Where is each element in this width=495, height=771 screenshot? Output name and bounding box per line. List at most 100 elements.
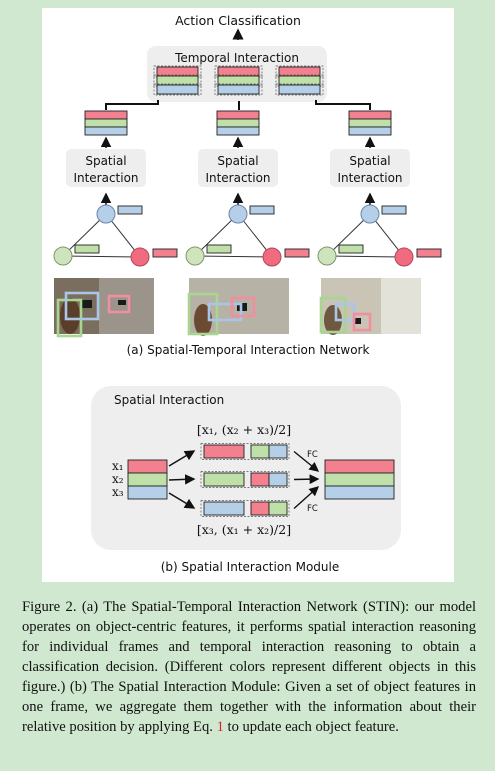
hand-shape (324, 305, 342, 335)
object-shape (82, 300, 92, 308)
graph-edge (194, 213, 239, 257)
bounding-box (207, 302, 243, 322)
input-feature-stack (127, 459, 168, 500)
graph-node-red (394, 247, 414, 267)
spatial-interaction-box (198, 149, 278, 187)
feature-bar (348, 118, 392, 128)
bounding-box (319, 296, 347, 334)
feature-bar (84, 118, 128, 128)
spatial-label: Spatial (349, 154, 390, 168)
aggregated-row (200, 486, 320, 517)
temporal-interaction-label: Temporal Interaction (174, 51, 299, 65)
feature-bar (348, 110, 392, 120)
temporal-feature-stack (153, 65, 202, 96)
row-feature (203, 501, 245, 516)
output-feature-stack (324, 459, 395, 500)
node-feature-red (284, 248, 310, 258)
subcaption-b: (b) Spatial Interaction Module (161, 560, 339, 574)
node-feature-green (338, 244, 364, 254)
node-feature-blue (117, 205, 143, 215)
bounding-box (107, 294, 131, 314)
temporal-feature-stacks (153, 65, 324, 96)
fc-label: FC (307, 504, 318, 514)
feature-bar (156, 84, 199, 95)
figure-panel: Action Classification Temporal Interacti… (42, 8, 454, 582)
frame-photo-region (381, 278, 421, 334)
object-shape (118, 300, 126, 305)
frame-columns: SpatialInteractionSpatialInteractionSpat… (53, 110, 442, 338)
row-feature-half (268, 501, 288, 516)
graph-edge (326, 255, 405, 258)
feature-bar (348, 126, 392, 136)
frame-feature-stack (216, 110, 260, 136)
input-label: x₂ (112, 472, 124, 486)
graph-node-green (53, 246, 73, 266)
temporal-feature-stack (275, 65, 324, 96)
feature-bar (278, 84, 321, 95)
formula-top: [x₁, (x₂ + x₃)/2] (197, 422, 291, 437)
row-outline (200, 443, 290, 460)
hand-shape (194, 304, 212, 336)
module-title: Spatial Interaction (114, 393, 224, 407)
arrow (168, 450, 196, 467)
temporal-feature-stack (214, 65, 263, 96)
feature-bar (127, 459, 168, 474)
bounding-box (352, 312, 372, 332)
feature-bar (278, 66, 321, 77)
fc-label: FC (307, 450, 318, 460)
feature-bar (324, 472, 395, 487)
node-feature-green (74, 244, 100, 254)
graph-node-red (262, 247, 282, 267)
feature-bar (278, 75, 321, 86)
feature-bar (127, 472, 168, 487)
spatial-label: Interaction (205, 171, 270, 185)
graph-edge (326, 213, 371, 257)
feature-bar (84, 126, 128, 136)
row-feature-half (268, 444, 288, 459)
node-feature-red (152, 248, 178, 258)
spatial-label: Spatial (85, 154, 126, 168)
spatial-label: Interaction (73, 171, 138, 185)
row-feature (203, 472, 245, 487)
row-feature-half (250, 444, 270, 459)
graph-node-blue (360, 204, 380, 224)
subcaption-a: (a) Spatial-Temporal Interaction Network (127, 343, 370, 357)
frame-feature-stack (84, 110, 128, 136)
feature-bar-outline (153, 83, 202, 96)
feature-bar-outline (214, 83, 263, 96)
frame-photo-region (99, 278, 154, 334)
graph-edge (62, 213, 107, 257)
object-shape (354, 318, 361, 324)
input-label: x₁ (112, 459, 124, 473)
graph-edge (194, 255, 273, 258)
bounding-box (230, 296, 256, 318)
aggregated-row (200, 471, 320, 488)
feature-bar (216, 110, 260, 120)
row-feature-half (250, 501, 270, 516)
graph-node-blue (228, 204, 248, 224)
feature-bar (216, 126, 260, 136)
graph-node-red (130, 247, 150, 267)
feature-bar (217, 75, 260, 86)
spatial-interaction-box (66, 149, 146, 187)
feature-bar (216, 118, 260, 128)
arrow (293, 450, 320, 472)
temporal-connectors (105, 100, 371, 110)
feature-bar (84, 110, 128, 120)
caption-text-end: to update each object feature. (227, 719, 399, 735)
equation-reference-link[interactable]: 1 (216, 719, 224, 735)
row-feature (203, 444, 245, 459)
bounding-box (187, 292, 219, 336)
bounding-box (334, 302, 356, 322)
feature-bar-outline (275, 83, 324, 96)
node-feature-red (416, 248, 442, 258)
node-feature-blue (249, 205, 275, 215)
input-label: x₃ (112, 485, 124, 499)
frame-feature-stack (348, 110, 392, 136)
arrow (168, 492, 196, 509)
feature-bar (217, 66, 260, 77)
formula-bottom: [x₃, (x₁ + x₂)/2] (197, 522, 291, 537)
